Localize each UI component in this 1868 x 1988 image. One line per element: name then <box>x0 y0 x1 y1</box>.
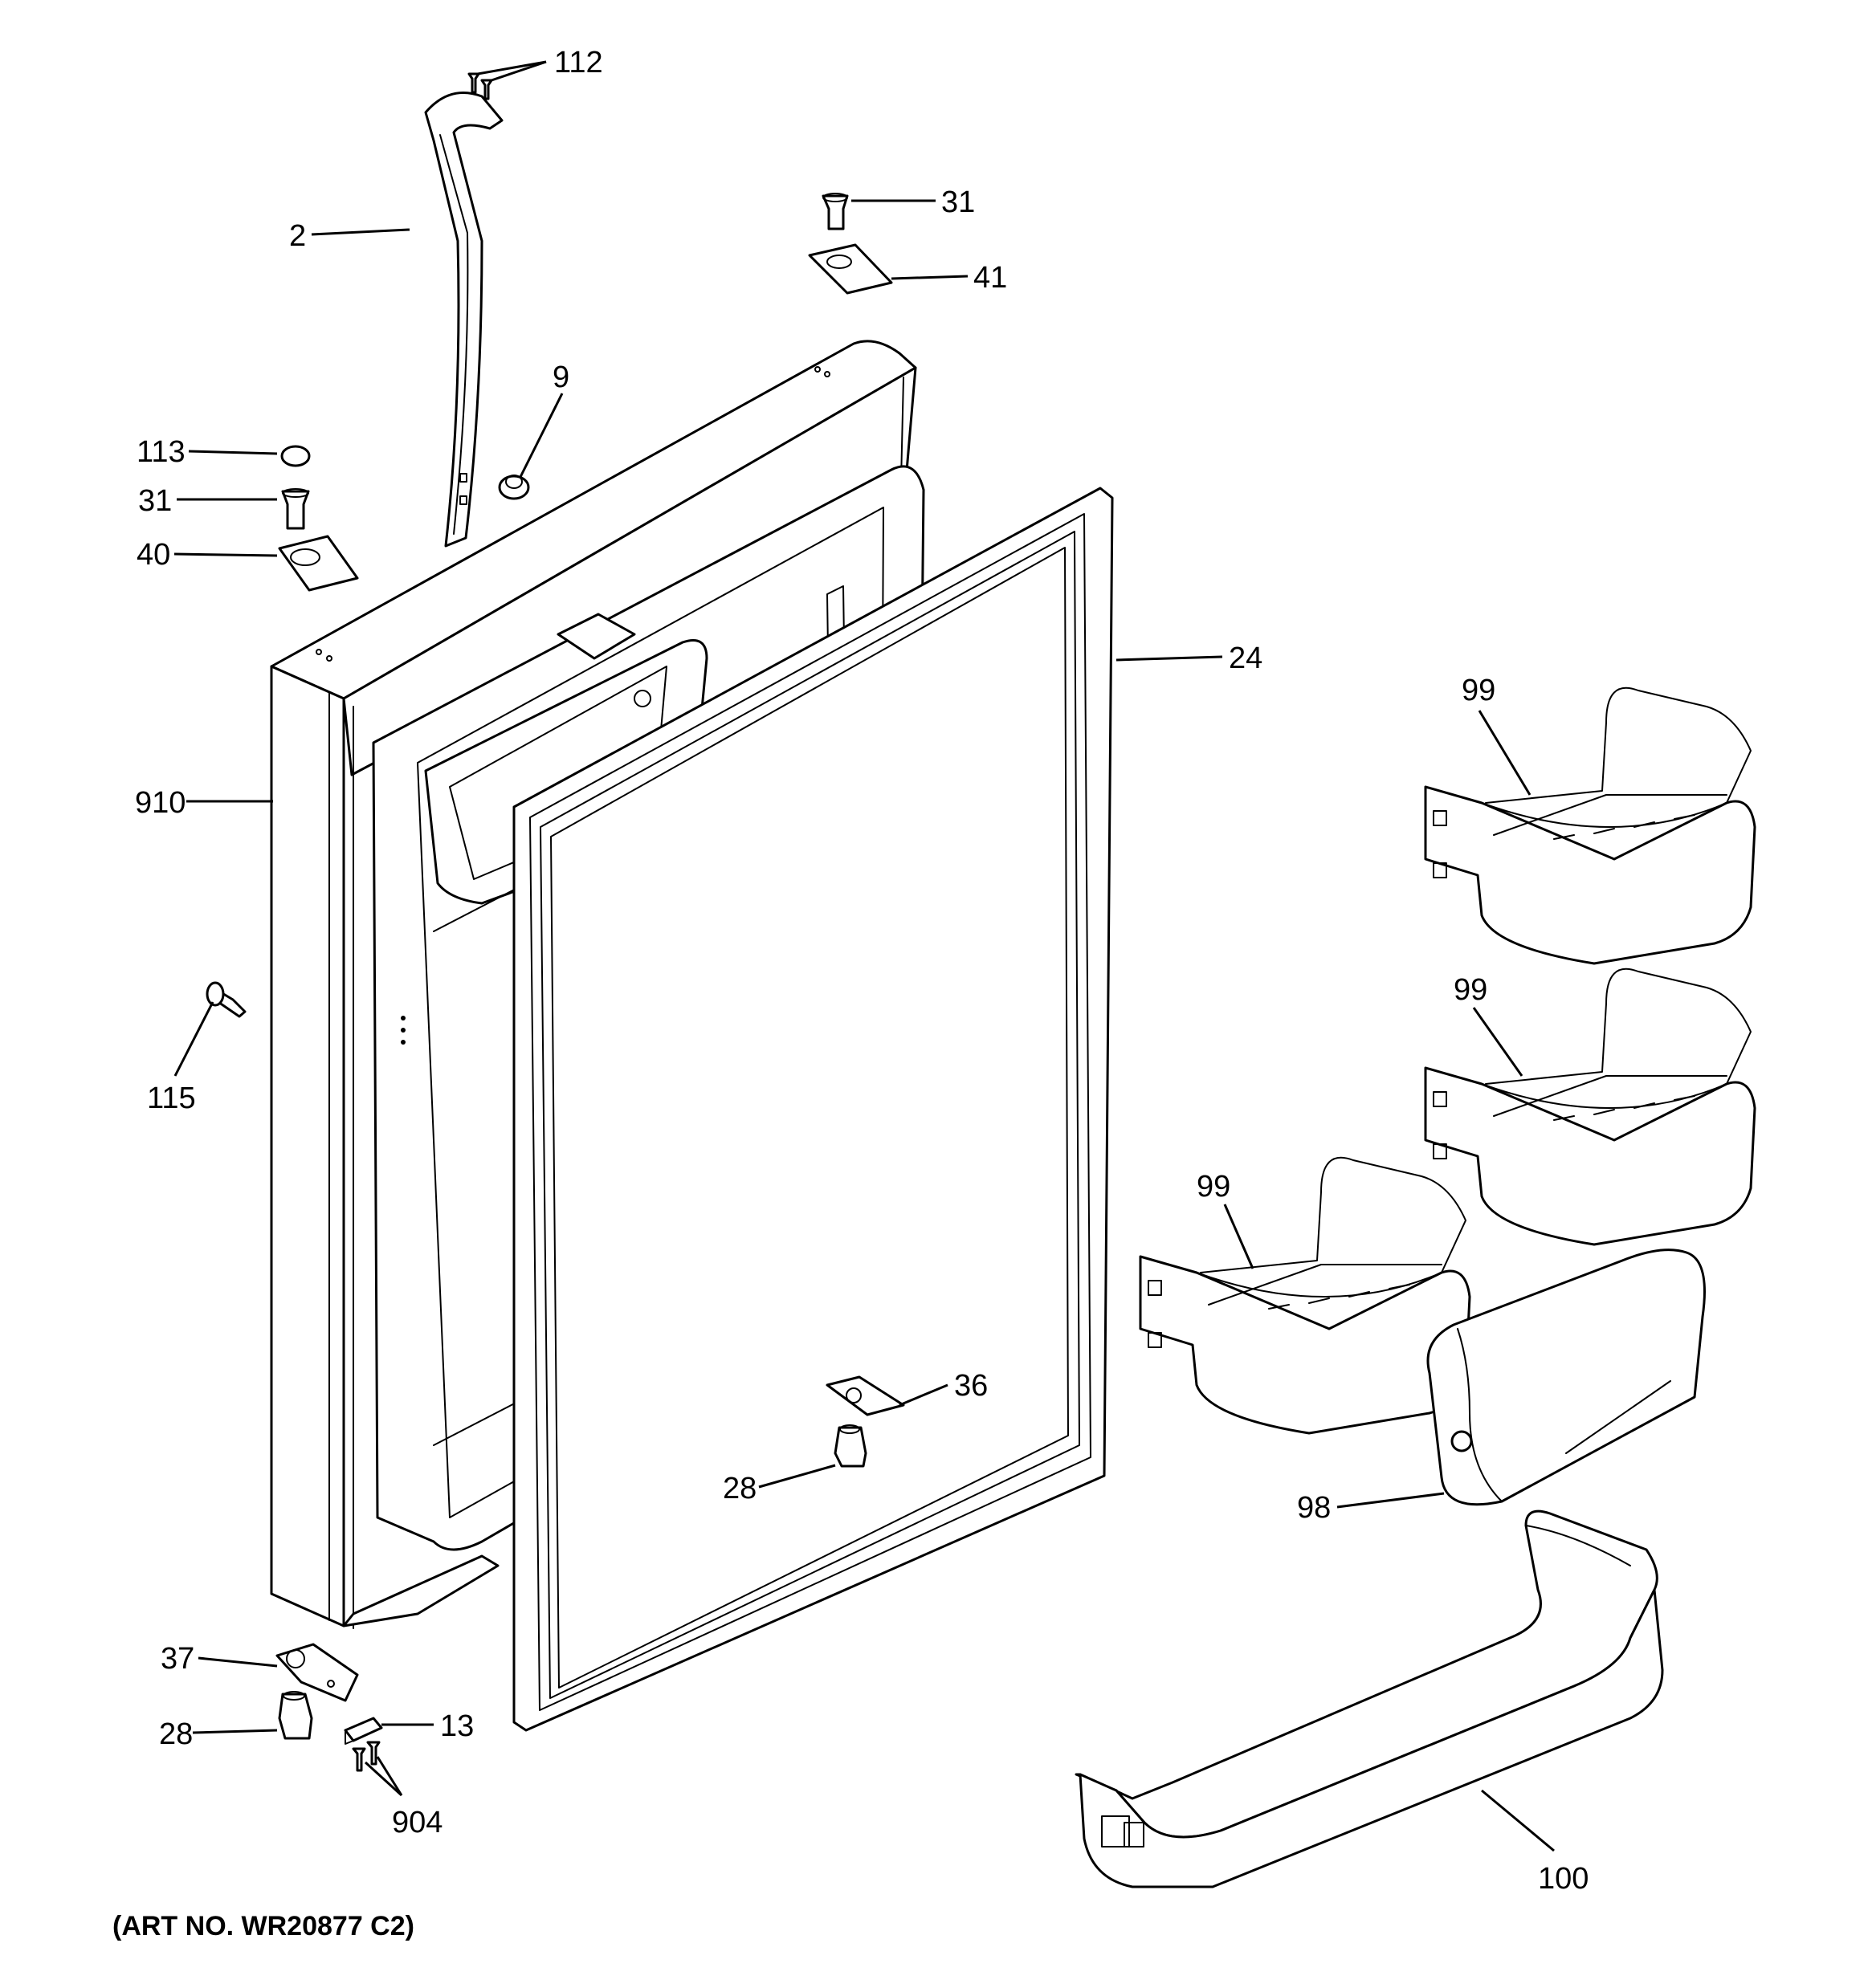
hinge-plate-36 <box>826 1375 905 1416</box>
door-bin-99-top <box>1424 686 1756 965</box>
hinge-plate-41 <box>808 243 893 295</box>
callout-24: 24 <box>1229 642 1262 675</box>
door-bin-99-middle <box>1424 968 1756 1246</box>
cap-113 <box>280 445 311 467</box>
callout-13: 13 <box>440 1709 474 1743</box>
door-outer-panel <box>270 340 917 1629</box>
art-number: (ART NO. WR20877 C2) <box>112 1911 414 1941</box>
callout-28-left: 28 <box>159 1717 193 1751</box>
callout-904: 904 <box>392 1806 443 1839</box>
door-handle <box>424 92 504 548</box>
callout-36: 36 <box>954 1369 988 1403</box>
grommet-9 <box>498 475 530 500</box>
callout-113: 113 <box>137 435 186 469</box>
callout-31-left: 31 <box>138 484 172 518</box>
leader-lines <box>173 60 1555 1852</box>
hinge-plate-40 <box>278 535 359 592</box>
callout-37: 37 <box>161 1642 194 1676</box>
callout-2: 2 <box>289 219 306 253</box>
callout-98: 98 <box>1297 1491 1331 1525</box>
callout-99-lower: 99 <box>1197 1170 1230 1204</box>
door-bin-100 <box>1075 1509 1664 1888</box>
callout-40: 40 <box>137 538 170 572</box>
screws-904 <box>352 1741 381 1772</box>
callout-31-top: 31 <box>941 185 975 219</box>
callout-99-top: 99 <box>1462 674 1495 707</box>
bushing-31-left <box>281 488 310 530</box>
callout-labels: 112 2 31 41 9 113 31 40 24 910 99 99 99 … <box>135 46 1589 1896</box>
bushing-31-top <box>822 193 849 230</box>
door-gasket <box>512 487 1114 1732</box>
callout-99-middle: 99 <box>1454 973 1487 1007</box>
bushing-28-left <box>278 1691 313 1740</box>
dairy-cover-98 <box>1426 1249 1706 1506</box>
bushing-28-center <box>834 1424 867 1468</box>
callout-41: 41 <box>973 261 1007 295</box>
door-bin-99-lower <box>1139 1156 1471 1435</box>
callout-112: 112 <box>554 46 603 79</box>
callout-100: 100 <box>1538 1862 1589 1896</box>
callout-9: 9 <box>553 361 569 394</box>
callout-115: 115 <box>147 1082 196 1115</box>
screw-115 <box>206 981 247 1018</box>
callout-28-center: 28 <box>723 1472 757 1505</box>
callout-910: 910 <box>135 786 186 820</box>
bracket-13 <box>344 1717 383 1745</box>
hinge-plate-37 <box>275 1643 359 1702</box>
